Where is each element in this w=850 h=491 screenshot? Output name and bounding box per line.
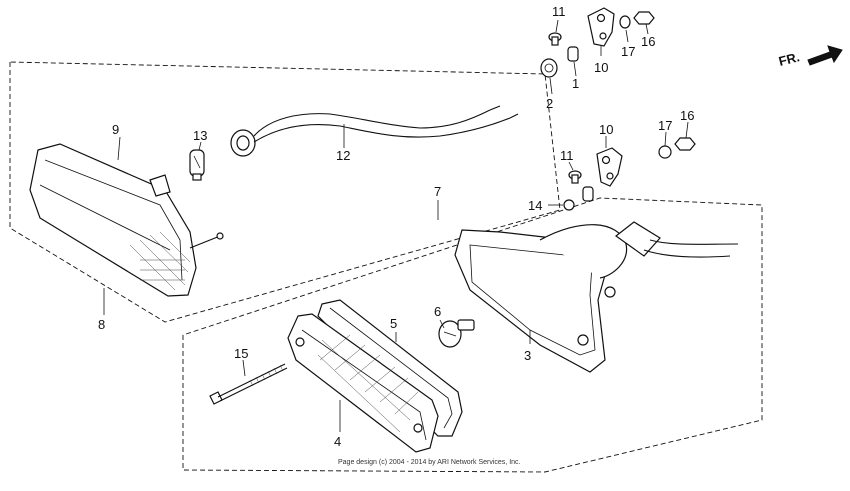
callout-16-upper: 16 bbox=[641, 34, 655, 49]
callout-6: 6 bbox=[434, 304, 441, 319]
callout-17-lower: 17 bbox=[658, 118, 672, 133]
callout-1: 1 bbox=[572, 76, 579, 91]
callout-3: 3 bbox=[524, 348, 531, 363]
nut-lower[interactable] bbox=[674, 137, 696, 151]
callout-4: 4 bbox=[334, 434, 341, 449]
washer-upper[interactable] bbox=[619, 15, 631, 29]
callout-10-lower: 10 bbox=[599, 122, 613, 137]
callout-9: 9 bbox=[112, 122, 119, 137]
turn-signal-lens[interactable] bbox=[287, 313, 439, 453]
bracket-stay-lower[interactable] bbox=[596, 147, 623, 187]
leader-lines bbox=[103, 19, 689, 432]
front-arrow-icon bbox=[807, 45, 843, 66]
copyright-credit: Page design (c) 2004 - 2014 by ARI Netwo… bbox=[338, 459, 521, 466]
callout-13: 13 bbox=[193, 128, 207, 143]
collar-upper[interactable] bbox=[567, 46, 579, 62]
callout-labels: 11 1 2 10 17 16 10 17 16 11 14 9 13 12 7… bbox=[98, 4, 694, 449]
rubber-cushion[interactable] bbox=[540, 58, 558, 78]
callout-12: 12 bbox=[336, 148, 350, 163]
collar-lower[interactable] bbox=[582, 186, 594, 202]
long-screw[interactable] bbox=[209, 363, 288, 405]
bracket-stay-upper[interactable] bbox=[587, 7, 615, 47]
callout-7: 7 bbox=[434, 184, 441, 199]
lower-assembly-boundary bbox=[182, 197, 763, 473]
callout-16-lower: 16 bbox=[680, 108, 694, 123]
turn-signal-bulb[interactable] bbox=[438, 319, 475, 348]
nut-upper[interactable] bbox=[633, 11, 655, 25]
washer-lower[interactable] bbox=[658, 145, 672, 159]
callout-14: 14 bbox=[528, 198, 542, 213]
callout-2: 2 bbox=[546, 96, 553, 111]
callout-11-upper: 11 bbox=[552, 4, 566, 19]
washer-small[interactable] bbox=[563, 199, 575, 211]
front-direction-label: FR. bbox=[777, 49, 801, 69]
right-lamp-base[interactable] bbox=[454, 221, 739, 373]
left-lamp-housing[interactable] bbox=[29, 143, 224, 297]
callout-10-upper: 10 bbox=[594, 60, 608, 75]
callout-5: 5 bbox=[390, 316, 397, 331]
callout-17-upper: 17 bbox=[621, 44, 635, 59]
front-direction-indicator: FR. bbox=[777, 45, 843, 69]
small-bulb[interactable] bbox=[189, 149, 205, 181]
screw-upper[interactable] bbox=[548, 32, 562, 46]
callout-11-lower: 11 bbox=[560, 148, 574, 163]
callout-15: 15 bbox=[234, 346, 248, 361]
left-assembly-boundary bbox=[9, 61, 561, 323]
socket-harness[interactable] bbox=[230, 105, 519, 157]
screw-lower[interactable] bbox=[568, 170, 582, 184]
callout-8: 8 bbox=[98, 317, 105, 332]
